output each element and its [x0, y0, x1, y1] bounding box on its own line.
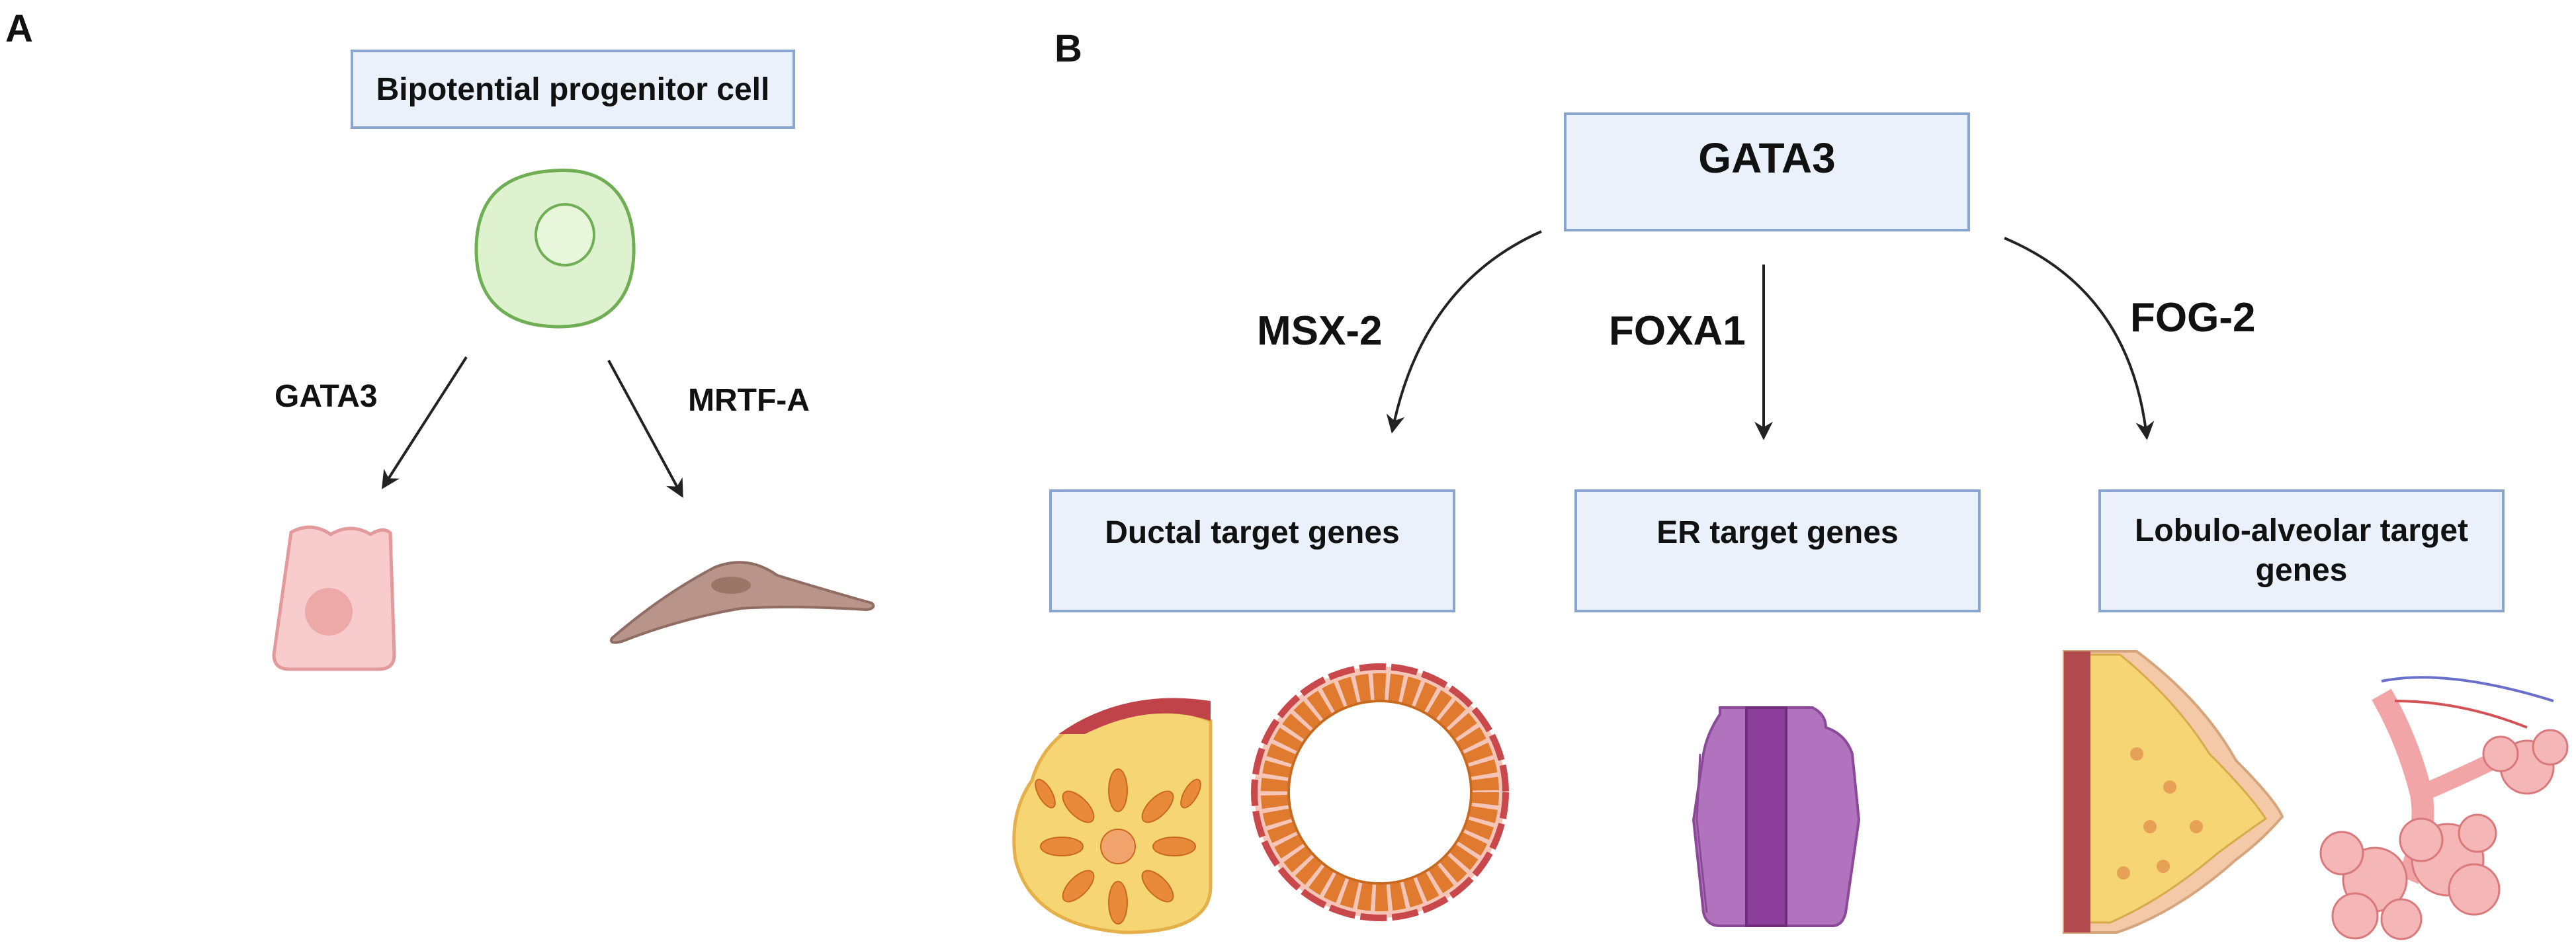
gata3-box: GATA3 [1564, 112, 1970, 231]
panel-b-letter: B [1054, 27, 1082, 70]
ductal-target-box: Ductal target genes [1049, 489, 1455, 612]
fog2-label: FOG-2 [2130, 295, 2256, 341]
arrow-to-ductal [1386, 230, 1542, 434]
msx2-label: MSX-2 [1257, 308, 1383, 354]
panel-a-gata3-label: GATA3 [275, 379, 378, 414]
panel-a-letter: A [5, 7, 33, 50]
progenitor-box: Bipotential progenitor cell [351, 50, 795, 129]
ductal-target-label: Ductal target genes [1105, 515, 1400, 550]
arrow-to-lobulo [2004, 237, 2155, 440]
breast-sagittal-icon [2063, 650, 2284, 934]
estrogen-receptor-icon [1692, 706, 1861, 927]
foxa1-label: FOXA1 [1609, 308, 1746, 354]
panel-a-mrtfa-label: MRTF-A [688, 383, 810, 418]
progenitor-label: Bipotential progenitor cell [376, 71, 770, 107]
progenitor-cell-icon [474, 169, 636, 329]
alveoli-icon [2319, 676, 2569, 940]
lobulo-alveolar-target-label: Lobulo-alveolar target genes [2134, 513, 2469, 588]
luminal-cell-icon [272, 525, 396, 671]
er-target-label: ER target genes [1656, 515, 1899, 550]
duct-section-icon [1012, 698, 1213, 934]
arrow-to-luminal [381, 356, 468, 489]
duct-ring-icon [1251, 663, 1509, 921]
arrow-to-myoepithelial [607, 360, 683, 498]
er-target-box: ER target genes [1574, 489, 1981, 612]
gata3-root-label: GATA3 [1698, 134, 1836, 182]
lobulo-alveolar-target-box: Lobulo-alveolar target genes [2098, 489, 2505, 612]
myoepithelial-cell-icon [610, 561, 875, 644]
